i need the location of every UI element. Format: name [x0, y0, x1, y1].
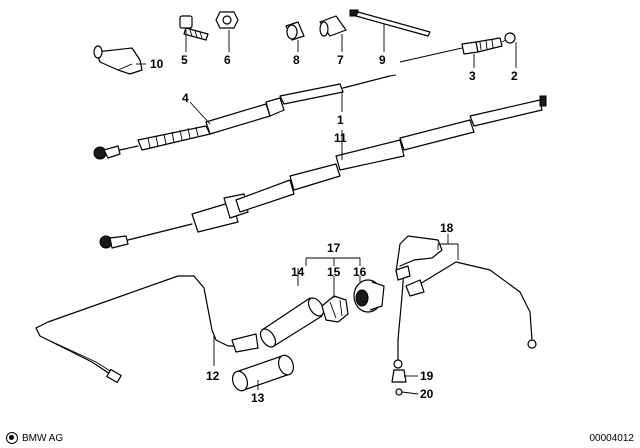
- callout-12: 12: [206, 369, 220, 383]
- small-fittings-part: [391, 369, 407, 396]
- callout-7: 7: [337, 53, 344, 67]
- knob-part: [353, 279, 385, 313]
- cable-with-spring-part: [93, 74, 397, 160]
- callout-4: 4: [182, 91, 189, 105]
- cable-assembly-part: [393, 235, 537, 369]
- callout-labels: 5 6 8 7 9 10 3 2 4 1 11 17 18 14 15 16 1…: [150, 53, 518, 405]
- rubber-boot-part: [93, 45, 143, 75]
- connector-tube-part: [259, 297, 325, 348]
- cable-end-fitting-part: [399, 32, 516, 63]
- tube-piece-part: [319, 15, 347, 37]
- callout-17: 17: [327, 241, 341, 255]
- small-sleeve-part: [285, 21, 305, 41]
- callout-9: 9: [379, 53, 386, 67]
- bolt-part: [179, 15, 209, 41]
- leader-lines: [136, 24, 517, 395]
- callout-8: 8: [293, 53, 300, 67]
- collet-part: [321, 295, 349, 323]
- diagram-code: 00004012: [589, 433, 635, 444]
- copyright-logo-icon: [6, 432, 18, 444]
- long-cable-part: [99, 95, 547, 249]
- brand-label: BMW AG: [6, 432, 63, 444]
- callout-3: 3: [469, 69, 476, 83]
- callout-15: 15: [327, 265, 341, 279]
- callout-16: 16: [353, 265, 367, 279]
- callout-5: 5: [181, 53, 188, 67]
- cable-tie-part: [349, 9, 431, 37]
- nut-part: [215, 11, 239, 29]
- callout-20: 20: [420, 387, 434, 401]
- callout-19: 19: [420, 369, 434, 383]
- callout-6: 6: [224, 53, 231, 67]
- bent-cable-part: [35, 275, 259, 384]
- grip-part: [231, 354, 295, 392]
- callout-13: 13: [251, 391, 265, 405]
- brand-text: BMW AG: [22, 432, 64, 444]
- callout-11: 11: [334, 131, 347, 145]
- callout-14: 14: [291, 265, 305, 279]
- callout-1: 1: [337, 113, 344, 127]
- callout-10: 10: [150, 57, 164, 71]
- callout-18: 18: [440, 221, 454, 235]
- callout-2: 2: [511, 69, 518, 83]
